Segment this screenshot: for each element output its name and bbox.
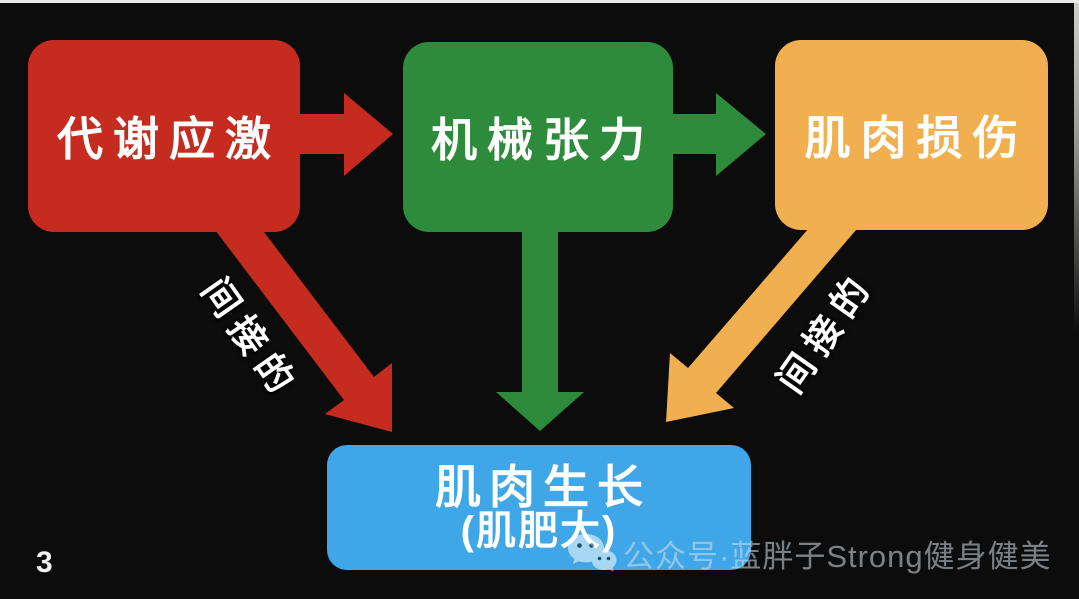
node-mechanical-tension: 机械张力 (403, 42, 673, 232)
arrow-metabolic-to-mechanical (292, 93, 393, 176)
wechat-icon (568, 533, 617, 571)
arrow-metabolic-to-growth (215, 207, 392, 432)
watermark: 公众号·蓝胖子Strong健身健美 (566, 531, 1052, 576)
node-metabolic-stress-label: 代谢应激 (57, 113, 281, 165)
node-muscle-growth: 肌肉生长 (肌肥大) (327, 445, 751, 570)
slide-right-edge (1074, 3, 1079, 333)
node-metabolic-stress: 代谢应激 (28, 40, 300, 232)
node-muscle-damage-label: 肌肉损伤 (804, 112, 1029, 164)
page-number: 3 (36, 546, 53, 579)
node-muscle-damage: 肌肉损伤 (775, 40, 1048, 230)
node-muscle-growth-label: 肌肉生长 (435, 460, 651, 513)
node-mechanical-tension-label: 机械张力 (431, 114, 655, 166)
arrow-mechanical-to-growth (496, 220, 584, 431)
watermark-text: 公众号·蓝胖子Strong健身健美 (623, 539, 1052, 574)
slide-top-edge (0, 0, 1079, 3)
arrow-damage-to-growth (666, 206, 856, 422)
arrow-mechanical-to-damage (666, 93, 766, 176)
